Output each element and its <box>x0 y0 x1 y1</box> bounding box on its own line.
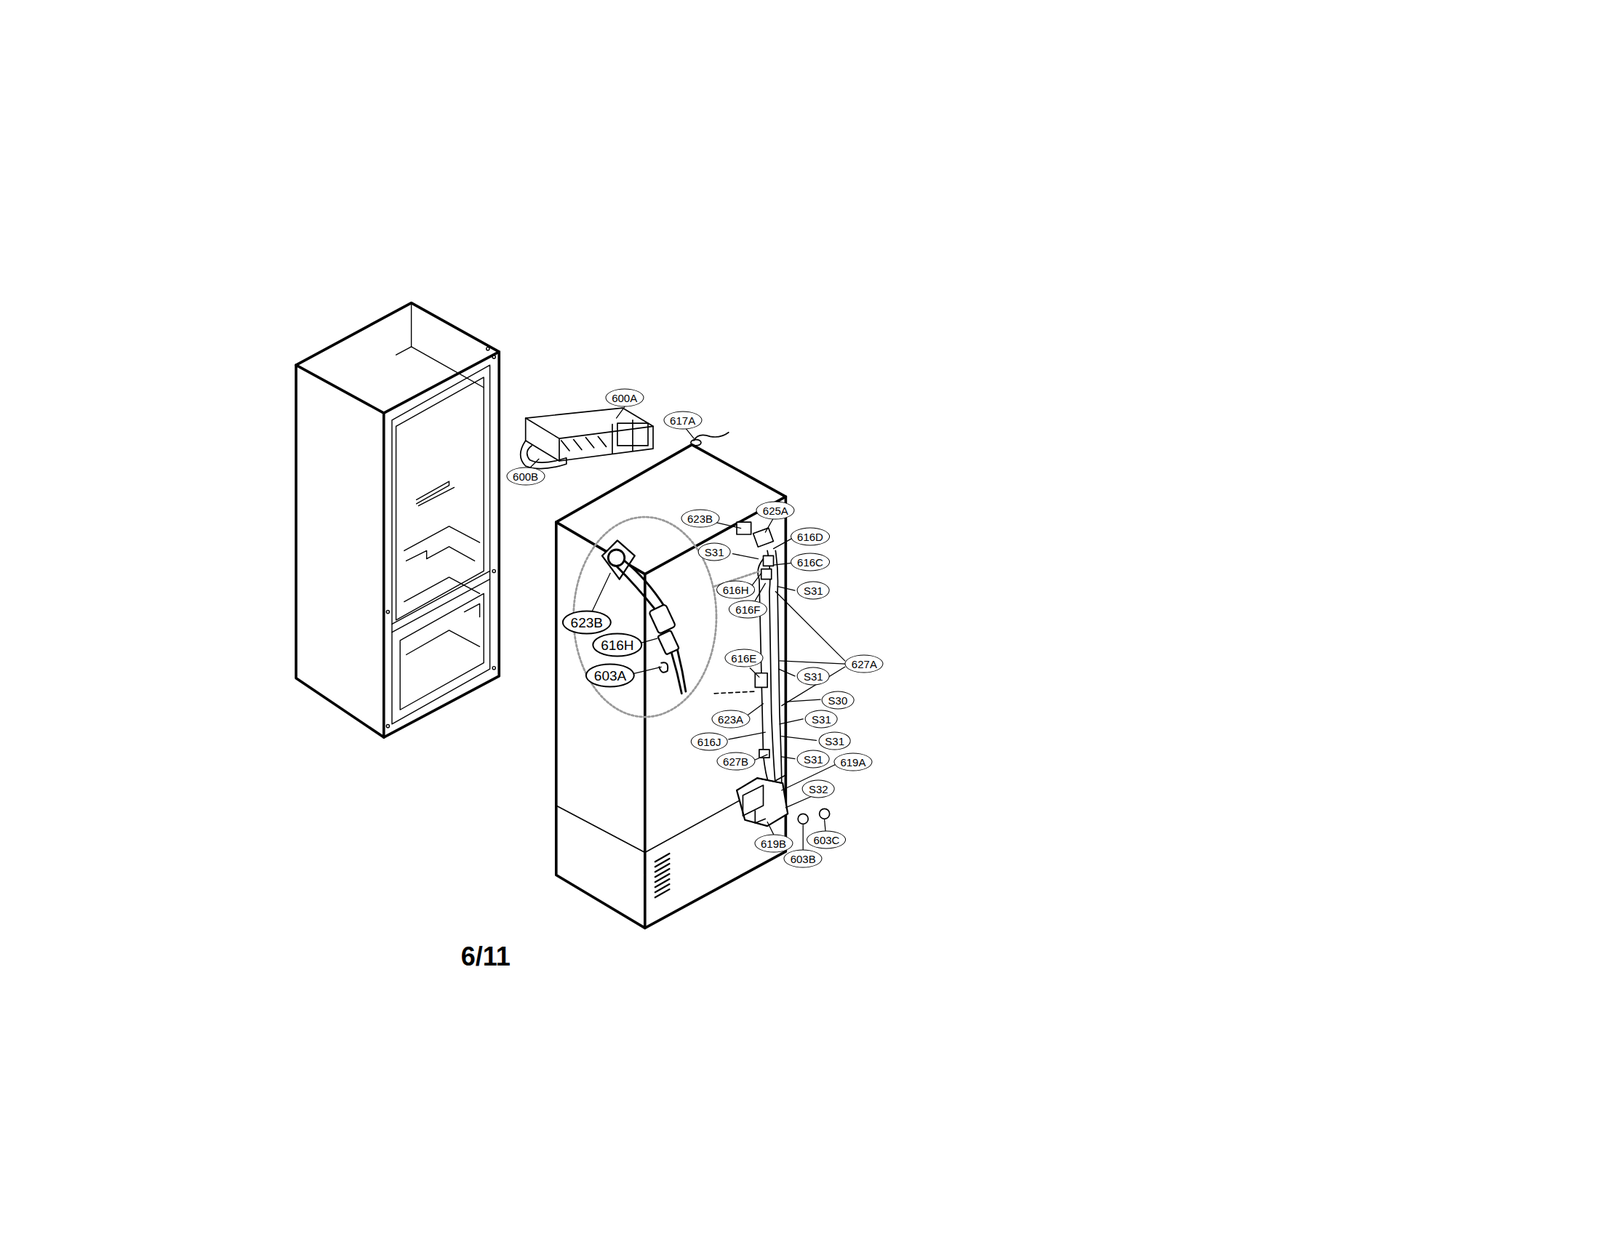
callout-number: 623B <box>562 610 612 635</box>
callout-number: 616H <box>592 632 643 657</box>
callout-number: S32 <box>802 779 835 798</box>
callout-number: 616F <box>728 600 767 619</box>
page-number: 6/11 <box>461 944 511 971</box>
callout-number: 619B <box>754 834 793 854</box>
callout-number: 600B <box>506 467 545 486</box>
callout-number: 603A <box>585 663 635 688</box>
callout-number: 616D <box>790 528 830 547</box>
callout-number: S31 <box>797 667 830 686</box>
callout-number: 616E <box>724 648 763 667</box>
callout-number: 603B <box>784 850 823 869</box>
callout-number: 623A <box>711 710 750 729</box>
callout-number: 616H <box>716 580 756 599</box>
callout-number: S31 <box>818 731 851 750</box>
callout-number: 616C <box>790 553 830 572</box>
callout-number: 619A <box>833 753 872 772</box>
callout-number: 627A <box>845 655 884 674</box>
callout-number: 617A <box>663 411 702 430</box>
callout-number: 625A <box>756 501 795 520</box>
callout-number: 600A <box>605 389 644 408</box>
callout-number: S31 <box>797 581 830 600</box>
callout-number: 623B <box>680 509 720 528</box>
callout-number: 616J <box>690 733 728 752</box>
callout-number: S31 <box>797 749 830 768</box>
callout-number: S31 <box>698 543 731 562</box>
callout-number: S30 <box>821 690 855 710</box>
callout-number: 627B <box>716 752 755 771</box>
callout-number: S31 <box>805 710 838 729</box>
callout-number: 603C <box>807 830 847 849</box>
